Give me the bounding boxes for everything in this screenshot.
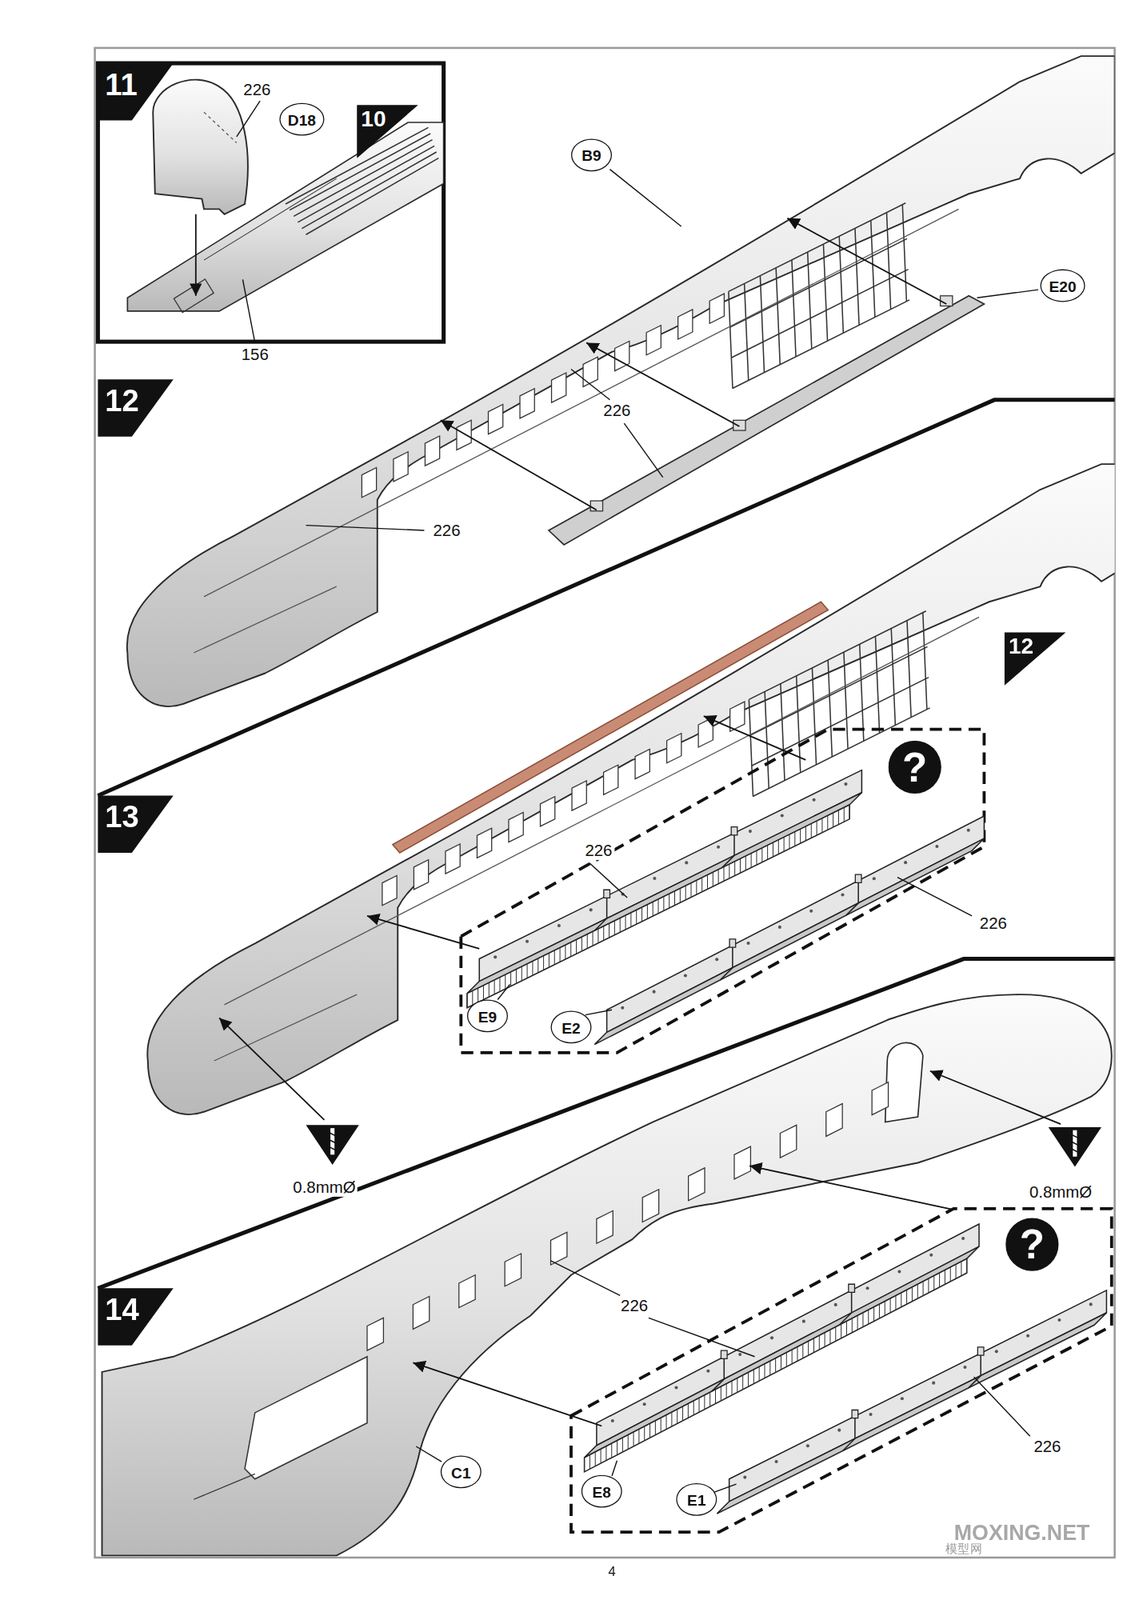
part-number: 226: [1031, 1437, 1064, 1455]
seat-row: [584, 1223, 980, 1472]
drill-symbol: [1048, 1127, 1102, 1167]
drill-dimension: 0.8mmØ: [291, 1178, 358, 1196]
step-number: 13: [97, 795, 173, 853]
optional-mark: ?: [1019, 1223, 1045, 1265]
option-box: [460, 729, 984, 1053]
part-callout: E9: [467, 999, 508, 1033]
part-callout: D18: [279, 103, 324, 136]
callout-text: C1: [451, 1463, 471, 1479]
seat-row: [716, 1290, 1107, 1514]
leader-line: [585, 1009, 612, 1015]
assembly-arrow: [219, 1017, 324, 1120]
drill-dimension: 0.8mmØ: [1027, 1182, 1094, 1201]
assembly-arrow: [195, 214, 197, 296]
bulkhead-part: [152, 79, 248, 215]
option-box: [571, 1208, 1112, 1532]
step-panel: [97, 63, 444, 342]
part-callout: E2: [551, 1011, 592, 1044]
callout-text: B9: [581, 147, 601, 163]
leader-line: [415, 1446, 442, 1462]
step-number-text: 11: [97, 63, 137, 100]
leader-line: [306, 525, 425, 531]
assembly-arrow: [787, 218, 947, 304]
page-frame: [95, 47, 1116, 1558]
step-reference: 12: [1004, 632, 1067, 686]
assembly-arrow: [440, 419, 597, 510]
watermark: MOXING.NET: [951, 1519, 1092, 1543]
step-reference-text: 12: [1004, 632, 1034, 659]
assembly-arrow: [930, 1071, 1061, 1124]
step-divider: [97, 959, 1115, 1289]
assembly-arrow: [367, 915, 480, 949]
step-number-text: 13: [97, 795, 139, 833]
assembly-arrow: [749, 1165, 954, 1210]
leader-line: [236, 100, 260, 137]
leader-line: [714, 1483, 737, 1492]
part-callout: C1: [440, 1454, 482, 1488]
step-number: 14: [97, 1287, 173, 1345]
watermark: 模型网: [943, 1542, 984, 1556]
part-callout: E20: [1040, 269, 1086, 303]
optional-symbol: ?: [888, 740, 942, 794]
rail-part: [548, 295, 984, 545]
step-reference-text: 10: [356, 104, 386, 131]
leader-line: [974, 1376, 1031, 1436]
leader-line: [623, 423, 663, 478]
step-number-text: 14: [97, 1287, 139, 1325]
leader-line: [609, 169, 681, 227]
leader-line: [571, 369, 610, 400]
part-number: 226: [241, 80, 273, 99]
leader-line: [242, 279, 255, 343]
assembly-arrow: [586, 342, 740, 427]
leader-line: [497, 983, 510, 1000]
step-number: 11: [97, 63, 173, 120]
fuselage-half: [102, 994, 1112, 1555]
part-number: 226: [583, 841, 615, 860]
rail-part-highlight: [392, 601, 828, 853]
assembly-arrow: [703, 715, 807, 760]
callout-text: D18: [287, 111, 316, 128]
leader-line: [589, 863, 628, 898]
seat-row: [467, 770, 862, 1008]
step-number-text: 12: [97, 379, 139, 416]
part-number: 226: [618, 1296, 650, 1315]
callout-text: E2: [561, 1019, 580, 1035]
drill-symbol: [306, 1124, 360, 1165]
part-number: 156: [239, 345, 271, 364]
callout-text: E20: [1049, 277, 1077, 293]
seat-row: [594, 815, 984, 1045]
leader-line: [551, 1260, 621, 1295]
part-callout: E1: [675, 1482, 717, 1516]
callout-text: E1: [687, 1491, 706, 1507]
leader-line: [648, 1317, 756, 1356]
optional-mark: ?: [902, 746, 928, 788]
step-number: 12: [97, 379, 173, 436]
leader-line: [611, 1460, 617, 1476]
part-number: 226: [431, 521, 463, 540]
optional-symbol: ?: [1005, 1217, 1059, 1271]
part-number: 226: [601, 402, 633, 420]
part-callout: E8: [581, 1474, 623, 1508]
page-number: 4: [606, 1564, 618, 1579]
leader-line: [976, 289, 1039, 298]
assembly-arrow: [412, 1362, 602, 1426]
step-reference: 10: [356, 104, 419, 158]
part-callout: B9: [571, 138, 612, 172]
leader-line: [897, 877, 972, 916]
callout-text: E9: [478, 1007, 497, 1024]
callout-text: E8: [592, 1483, 612, 1499]
part-number: 226: [977, 914, 1009, 932]
